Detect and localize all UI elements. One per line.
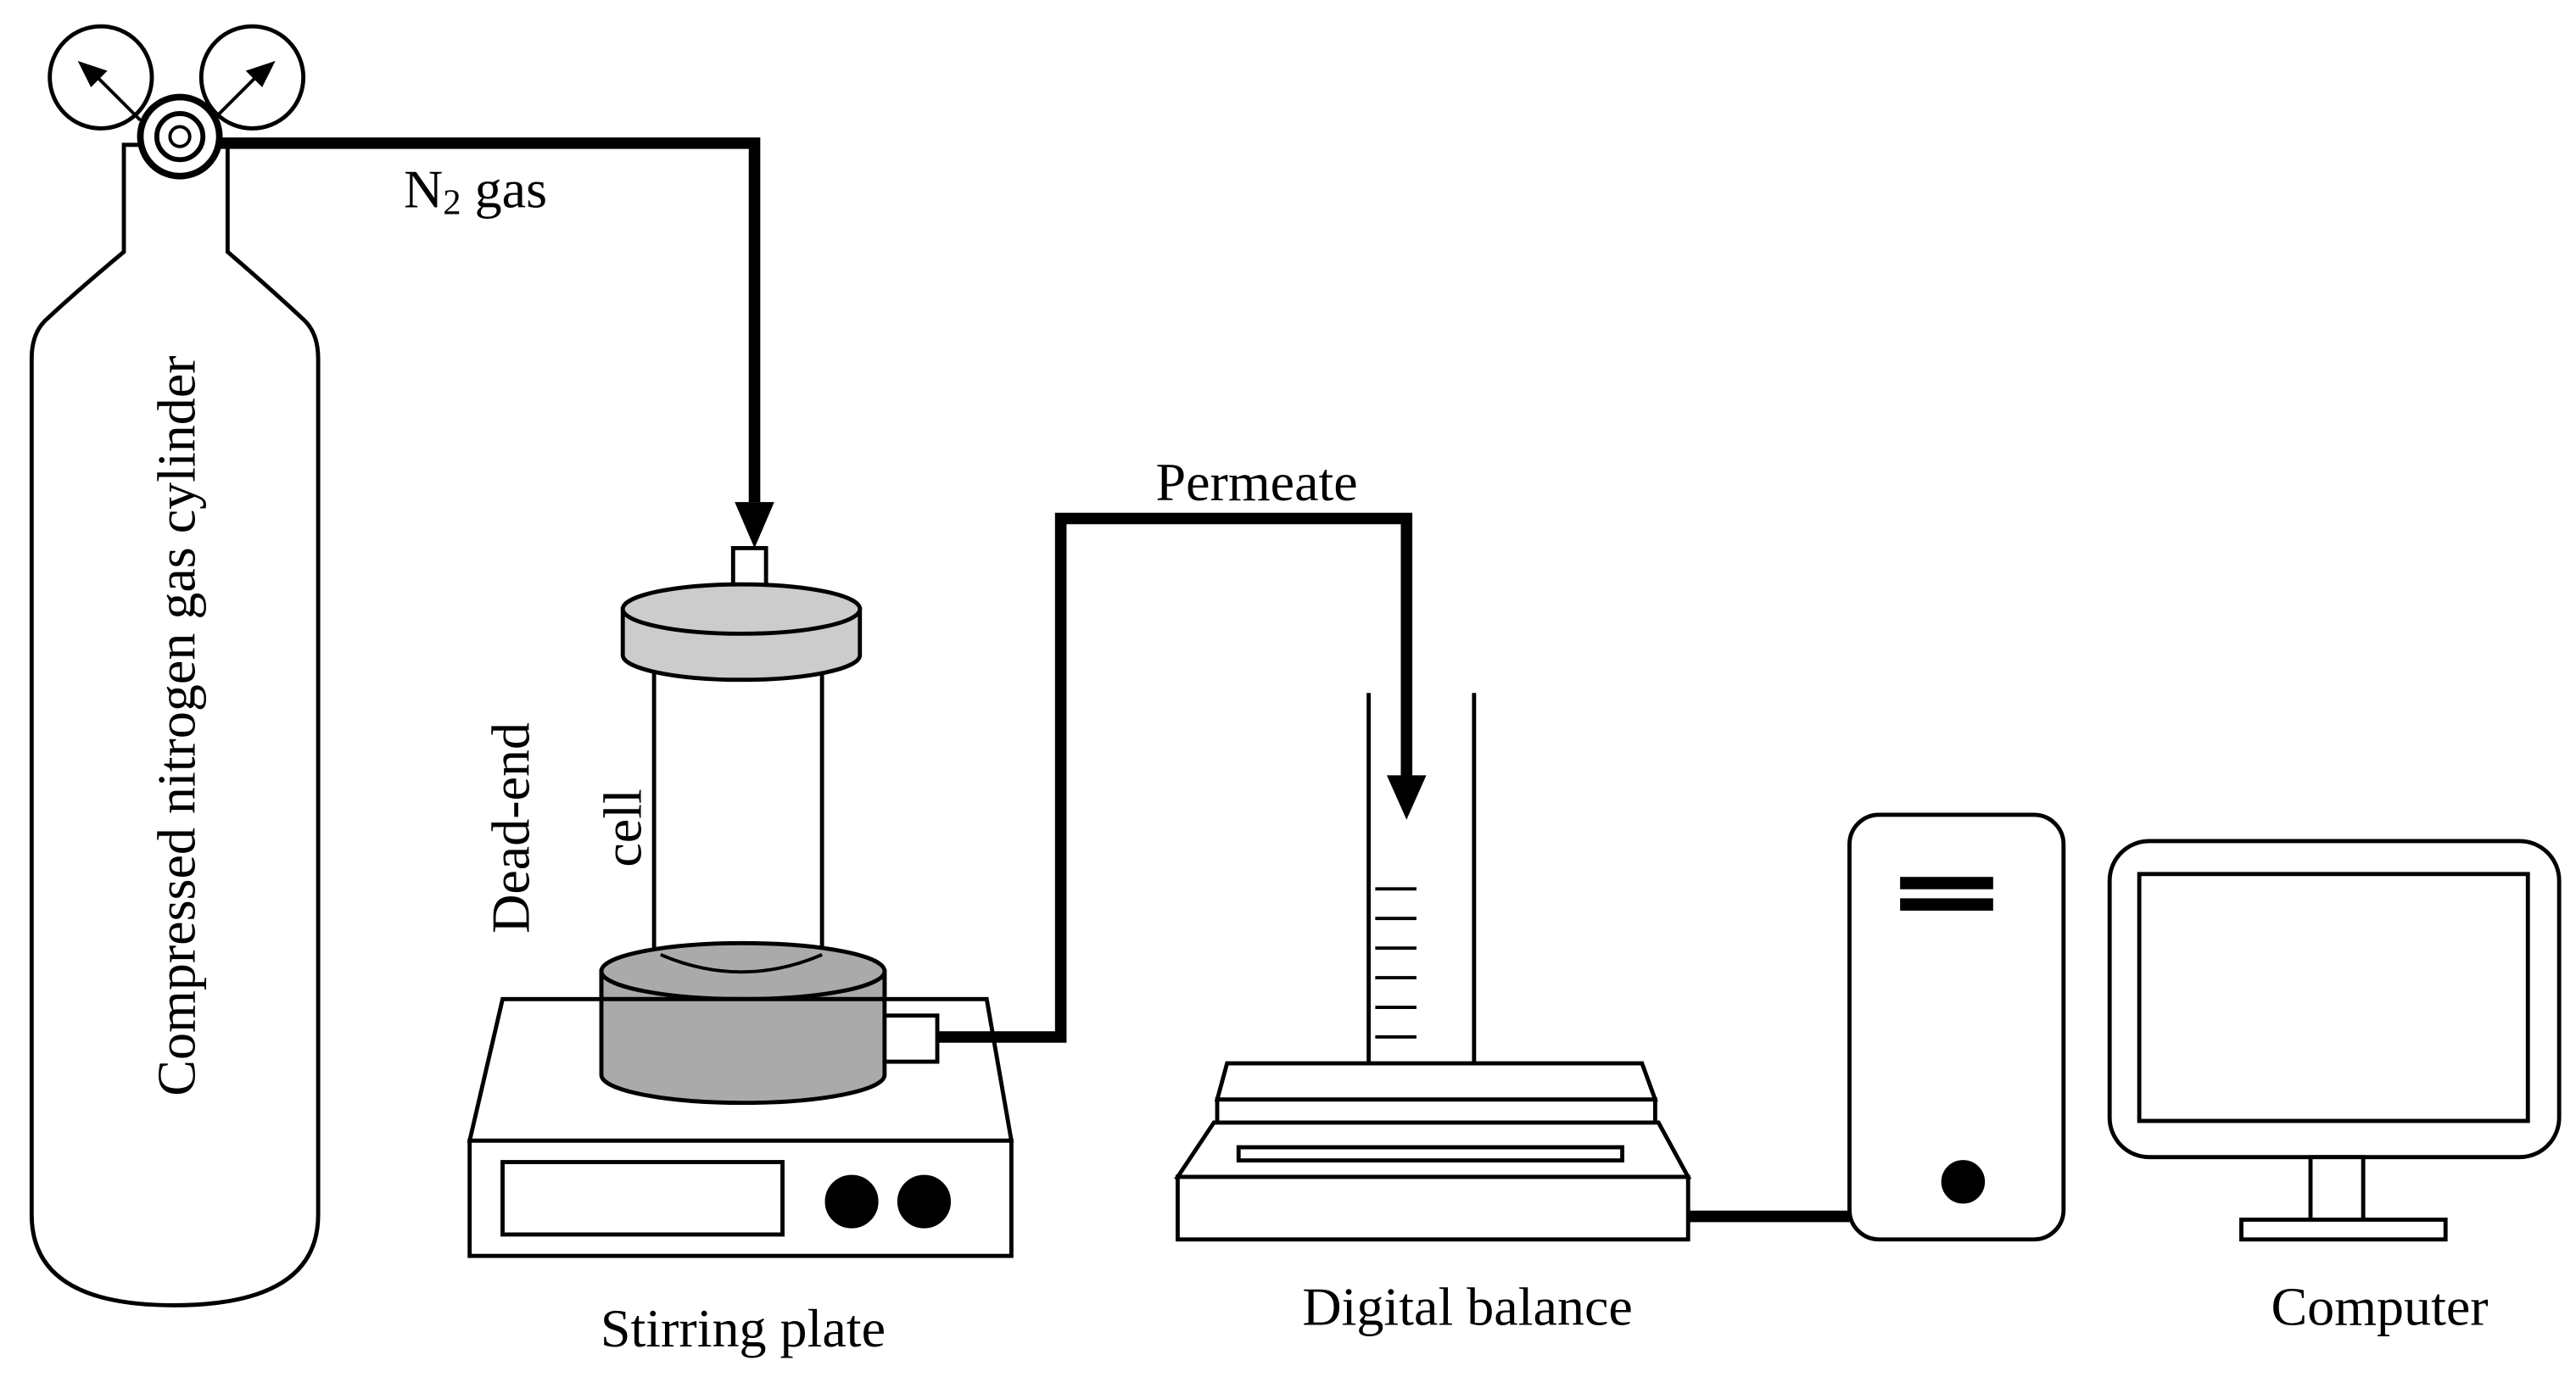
digital-balance [1173,1061,1692,1242]
gas-label-subscript: 2 [443,182,461,222]
balance-body [1176,1174,1690,1242]
pressure-gauge-right [198,24,306,131]
cylinder-label: Compressed nitrogen gas cylinder [147,355,207,1095]
cell-label-line2: cell [593,789,653,867]
cell-body [651,653,824,970]
drive-slot-bottom [1900,898,1993,911]
monitor-neck [2308,1155,2366,1222]
drive-slot-top [1900,877,1993,889]
gas-label: N2 gas [404,159,547,223]
cell-label-line1: Dead-end [481,722,541,934]
cell-membrane [660,953,823,974]
stirring-knob-left [824,1174,879,1229]
balance-label: Digital balance [1302,1277,1632,1337]
permeate-label: Permeate [1155,452,1357,512]
pressure-gauge-icon [47,24,154,131]
arrow-down-icon [735,502,774,549]
gas-label-main: N [404,159,443,220]
balance-slot [1236,1145,1624,1163]
stirring-plate-label: Stirring plate [601,1298,886,1358]
computer-monitor [2107,839,2562,1242]
monitor-screen [2137,872,2530,1123]
graduation-marks [1375,887,1417,1039]
cylinder-valve [137,93,223,180]
monitor-stand [2239,1218,2448,1242]
computer-tower [1847,812,2066,1242]
gauge-needle-icon [245,60,276,87]
permeate-line [937,512,1427,1043]
arrow-down-icon [1386,775,1427,820]
gauge-needle-icon [77,60,108,87]
gas-label-rest: gas [461,159,547,220]
computer-label: Computer [2271,1277,2488,1337]
balance-pan [1214,1061,1658,1102]
stirring-knob-right [897,1174,952,1229]
gas-line [217,137,774,549]
gas-cylinder [29,142,321,1307]
stirring-plate-display [500,1160,785,1237]
pressure-gauge-left [47,24,154,131]
power-button-icon [1941,1160,1986,1204]
cylinder-body [29,142,321,1307]
tower-case [1847,812,2066,1242]
graduated-cylinder [1366,693,1477,1064]
